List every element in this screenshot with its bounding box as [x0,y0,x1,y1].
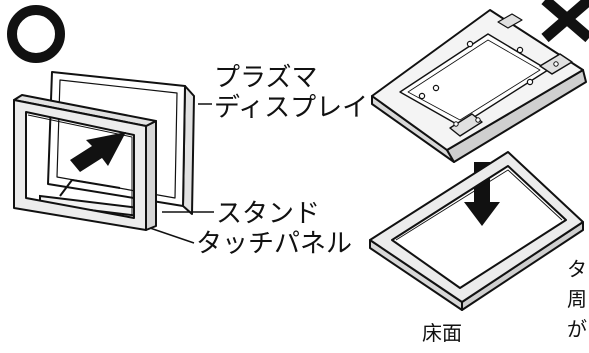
correct-mark-icon [7,5,65,63]
plasma-display-label-line1: プラズマ [214,63,317,93]
touch-panel-label: タッチパネル [196,229,352,259]
touch-panel-on-floor-drawing [369,151,584,311]
down-arrow-icon [464,162,500,226]
wrong-mark-icon [541,0,589,43]
side-text-line2: 周 [567,287,587,311]
side-text-line1: タ [567,257,587,281]
display-back-view-drawing [371,9,587,163]
touch-panel-leader-line [149,227,195,244]
plasma-display-drawing [47,71,195,215]
insert-arrow-icon [70,132,126,172]
floor-label: 床面 [422,321,462,345]
plasma-display-label-line2: ディスプレイ [214,93,368,123]
touch-panel-frame-drawing [13,94,157,231]
side-text-line3: が [567,317,587,341]
stand-label: スタンド [216,199,320,229]
